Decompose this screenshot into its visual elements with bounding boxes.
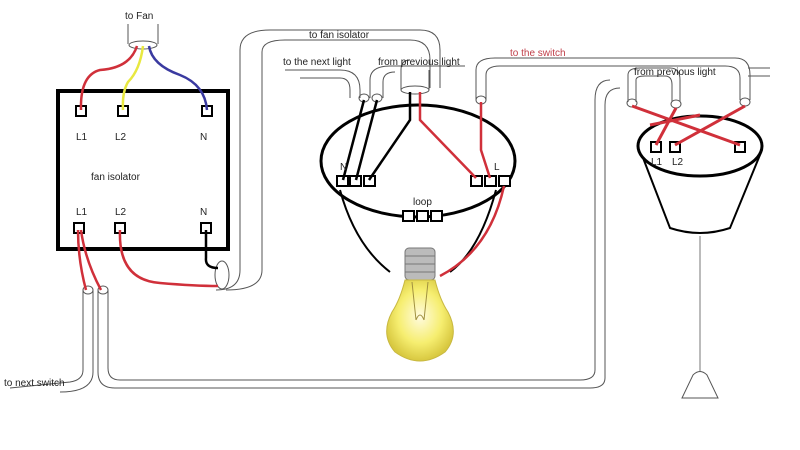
pull-cord-switch: [636, 114, 764, 399]
from-previous-light-label: from previous light: [378, 57, 460, 68]
light-bulb-icon: [386, 247, 454, 362]
cables: [9, 24, 770, 393]
to-fan-label: to Fan: [125, 11, 153, 22]
fan-isolator-wires: [76, 45, 219, 291]
isolator-bottom-l1-label: L1: [76, 207, 88, 218]
isolator-bottom-n-label: N: [200, 207, 207, 218]
isolator-top-n-label: N: [200, 132, 207, 143]
isolator-bottom-l2-label: L2: [115, 207, 127, 218]
switch-l1-label: L1: [651, 157, 663, 168]
to-fan-isolator-label: to fan isolator: [309, 30, 370, 41]
fan-isolator-box: [56, 89, 230, 251]
rose-live-label: L: [494, 162, 500, 173]
pull-cord-knob-icon: [681, 371, 719, 399]
rose-wires: [341, 92, 506, 278]
isolator-top-l2-label: L2: [115, 132, 127, 143]
switch-l2-label: L2: [672, 157, 684, 168]
ceiling-rose: [319, 103, 517, 273]
fan-isolator-label: fan isolator: [91, 172, 141, 183]
fan-isolator-terminals: [73, 105, 213, 234]
rose-neutral-label: N: [340, 162, 347, 173]
to-the-next-light-label: to the next light: [283, 57, 351, 68]
isolator-top-l1-label: L1: [76, 132, 88, 143]
switch-wires: [631, 104, 746, 147]
to-the-switch-label: to the switch: [510, 48, 566, 59]
rose-loop-label: loop: [413, 197, 432, 208]
from-previous-light-switch-label: from previous light: [634, 67, 716, 78]
to-next-switch-label: to next switch: [4, 378, 65, 389]
